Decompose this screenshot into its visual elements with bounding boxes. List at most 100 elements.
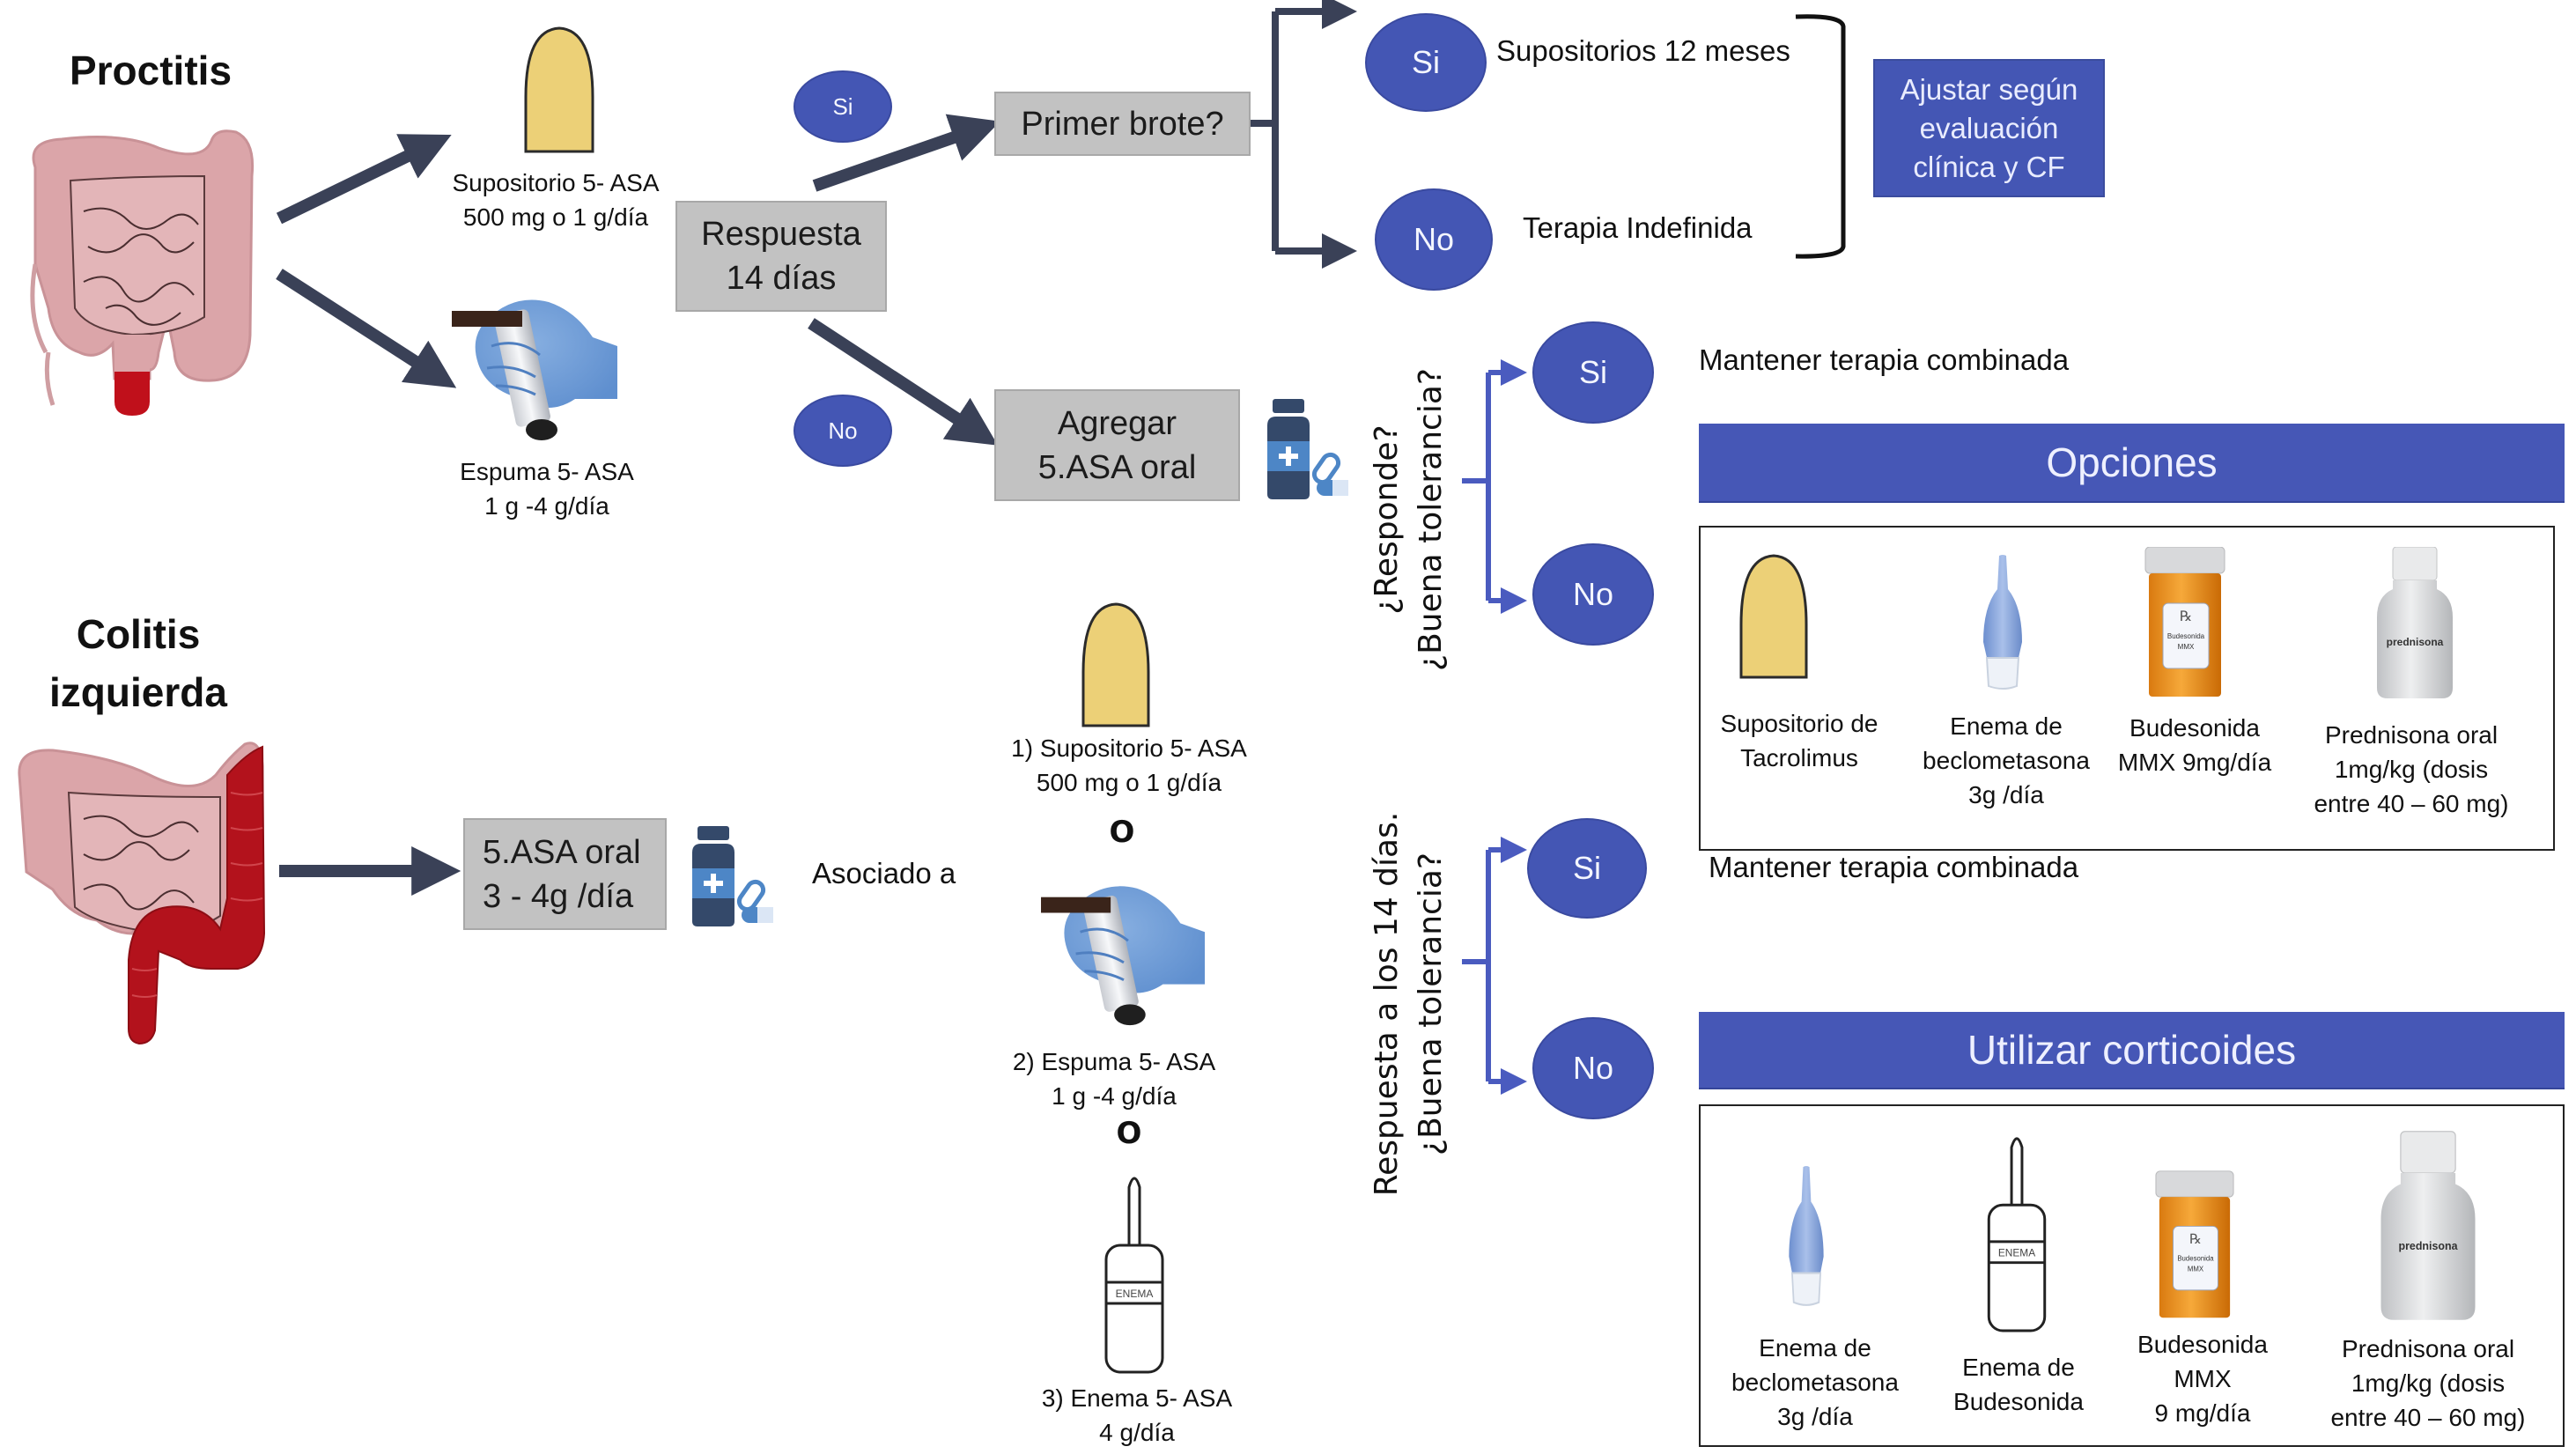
option-dose: 4 g/día (1099, 1419, 1175, 1446)
option-line: MMX 9mg/día (2117, 749, 2272, 776)
question-line: ¿Buena tolerancia? (1413, 852, 1449, 1156)
arrow-yes-to-first-flare (812, 114, 1000, 192)
colitis-enema-label: 3) Enema 5- ASA 4 g/día (1042, 1381, 1232, 1450)
question-line: ¿Buena tolerancia? (1413, 367, 1449, 672)
option-line: Budesonida (2137, 1331, 2268, 1358)
enema-icon: ENEMA (1104, 1177, 1164, 1374)
option-tacrolimus-label: Supositorio de Tacrolimus (1720, 706, 1878, 775)
option-dose: 500 mg o 1 g/día (462, 203, 649, 231)
colon-left-colitis-icon (18, 742, 266, 1045)
option-line: 3g /día (1968, 781, 2044, 808)
beclometasone-enema-icon (1789, 1166, 1824, 1306)
add-box-line: Agregar (1057, 404, 1177, 442)
oral-5asa-box: 5.ASA oral 3 - 4g /día (463, 818, 667, 930)
option-line: 1) Supositorio 5- ASA (1011, 734, 1247, 762)
colitis-foam-label: 2) Espuma 5- ASA 1 g -4 g/día (1013, 1044, 1215, 1113)
prednisone-bottle-icon: prednisona (2380, 1131, 2476, 1320)
option-line: entre 40 – 60 mg) (2330, 1404, 2526, 1431)
colitis-title-line: Colitis (76, 611, 201, 657)
first-flare-box: Primer brote? (994, 92, 1251, 156)
oral-box-line: 5.ASA oral (483, 833, 641, 871)
question-1-yes-node: Si (1532, 321, 1654, 424)
option-line: 1mg/kg (dosis (2334, 756, 2489, 783)
or-separator: O (1109, 815, 1135, 850)
option-line: Enema de (1962, 1354, 2075, 1381)
first-flare-bracket (1251, 0, 1357, 269)
option-line: Tacrolimus (1740, 744, 1858, 771)
bottle-label-line: Budesonida (2177, 1255, 2214, 1263)
svg-text:℞: ℞ (2189, 1232, 2202, 1247)
colitis-suppository-label: 1) Supositorio 5- ASA 500 mg o 1 g/día (1011, 731, 1247, 800)
foam-5asa-label: Espuma 5- ASA 1 g -4 g/día (460, 454, 634, 523)
budesonide-enema-icon: ENEMA (1987, 1137, 2047, 1332)
associated-with-text: Asociado a (812, 857, 956, 889)
option-line: Prednisona oral (2341, 1335, 2515, 1362)
suppository-icon (1081, 602, 1150, 727)
option-dose: 1 g -4 g/día (484, 492, 609, 520)
colitis-title: Colitis izquierda (49, 605, 227, 721)
steroid-budesonide-mmx-label: Budesonida MMX 9 mg/día (2137, 1327, 2268, 1430)
use-corticosteroids-header: Utilizar corticoides (1699, 1012, 2565, 1089)
option-line: beclometasona (1923, 747, 2090, 774)
option-dose: 1 g -4 g/día (1052, 1082, 1177, 1110)
or-separator: O (1116, 1116, 1142, 1151)
question-line: Respuesta a los 14 días. (1369, 811, 1405, 1197)
option-prednisone-label: Prednisona oral 1mg/kg (dosis entre 40 –… (2314, 718, 2508, 821)
question-2-yes-node: Si (1527, 818, 1647, 919)
add-box-line: 5.ASA oral (1037, 448, 1197, 486)
no-node: No (793, 395, 892, 467)
prednisone-bottle-icon: prednisona (2377, 547, 2453, 698)
first-flare-no-node: No (1375, 188, 1493, 291)
option-line: MMX (2174, 1365, 2232, 1392)
option-beclometasone-label: Enema de beclometasona 3g /día (1923, 709, 2090, 812)
option-budesonide-label: Budesonida MMX 9mg/día (2118, 711, 2271, 779)
arrow-to-suppository (276, 134, 452, 225)
arrow-to-foam (276, 269, 457, 388)
option-line: Budesonida (2129, 714, 2260, 742)
suppository-5asa-label: Supositorio 5- ASA 500 mg o 1 g/día (452, 166, 659, 234)
oral-box-line: 3 - 4g /día (483, 877, 634, 915)
enema-label: ENEMA (1116, 1288, 1154, 1300)
option-line: entre 40 – 60 mg) (2314, 790, 2509, 817)
steroid-budesonide-enema-label: Enema de Budesonida (1953, 1350, 2084, 1419)
question-2-no-node: No (1532, 1017, 1654, 1119)
question-1-no-node: No (1532, 543, 1654, 646)
option-line: 3g /día (1777, 1403, 1853, 1430)
option-line: 2) Espuma 5- ASA (1012, 1048, 1216, 1075)
first-flare-yes-node: Si (1365, 13, 1487, 112)
steroid-beclometasone-label: Enema de beclometasona 3g /día (1731, 1331, 1899, 1434)
budesonide-pill-bottle-icon: ℞ Budesonida MMX (2144, 547, 2225, 697)
adjust-line: evaluación (1919, 111, 2059, 144)
option-line: Supositorio 5- ASA (452, 169, 660, 196)
maintain-combined-therapy-text-1: Mantener terapia combinada (1699, 343, 2070, 376)
bottle-label: prednisona (2398, 1240, 2457, 1252)
arrow-no-to-add-oral (808, 318, 999, 446)
yes-node: Si (793, 70, 892, 143)
medication-bottle-icon (1267, 399, 1348, 499)
option-line: Espuma 5- ASA (460, 458, 634, 485)
adjust-line: Ajustar según (1900, 72, 2078, 106)
option-line: Supositorio de (1720, 710, 1878, 737)
proctitis-title: Proctitis (69, 48, 233, 93)
option-line: Enema de (1950, 712, 2063, 740)
question-1-bracket (1462, 359, 1527, 614)
colon-proctitis-icon (30, 129, 255, 416)
suppository-icon (524, 26, 594, 153)
suppositories-12-months-text: Supositorios 12 meses (1496, 34, 1790, 67)
colitis-title-line: izquierda (49, 669, 227, 715)
adjust-clinical-box: Ajustar según evaluación clínica y CF (1873, 59, 2105, 197)
foam-applicator-icon (1041, 886, 1205, 1026)
add-oral-5asa-box: Agregar 5.ASA oral (994, 389, 1240, 501)
svg-text:℞: ℞ (2180, 609, 2192, 624)
medication-bottle-icon (692, 826, 773, 926)
bottle-label-line: Budesonida (2167, 632, 2205, 640)
adjust-line: clínica y CF (1913, 150, 2065, 183)
question-response-tolerance-1: ¿Responde? ¿Buena tolerancia? (1365, 368, 1453, 671)
option-line: 1mg/kg (dosis (2351, 1369, 2506, 1397)
steroid-prednisone-label: Prednisona oral 1mg/kg (dosis entre 40 –… (2330, 1332, 2525, 1435)
beclometasone-enema-icon (1983, 555, 2022, 690)
question-response-tolerance-2: Respuesta a los 14 días. ¿Buena toleranc… (1365, 812, 1453, 1197)
question-line: ¿Responde? (1369, 424, 1405, 615)
response-box-line: Respuesta (701, 216, 861, 253)
